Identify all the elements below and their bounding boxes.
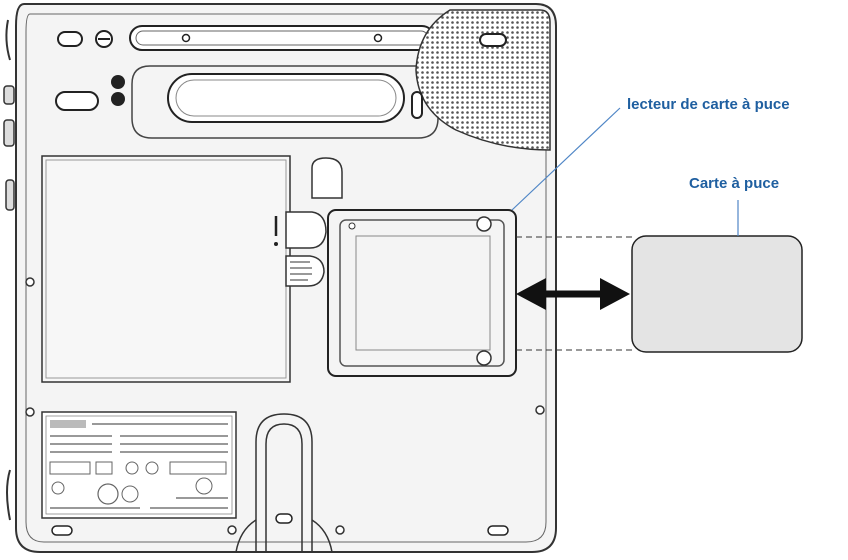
- smart-card: [631, 235, 803, 353]
- smart-card-label: Carte à puce: [689, 175, 780, 192]
- left-edge-buttons: [3, 19, 15, 521]
- handle-area: [131, 65, 439, 139]
- cover-latch: [274, 157, 343, 287]
- screw-holes: [25, 277, 545, 535]
- smart-card-reader-label: lecteur de carte à puce: [627, 96, 790, 113]
- regulatory-label: [41, 411, 237, 519]
- battery-cover: [41, 155, 291, 383]
- callout-lines: [511, 107, 739, 236]
- double-headed-arrow-icon: [516, 278, 630, 310]
- top-slot-bar: [129, 25, 435, 51]
- top-left-buttons: [55, 30, 125, 111]
- kickstand: [51, 413, 509, 553]
- smart-card-reader: [327, 209, 517, 377]
- speaker-grille: [411, 9, 551, 151]
